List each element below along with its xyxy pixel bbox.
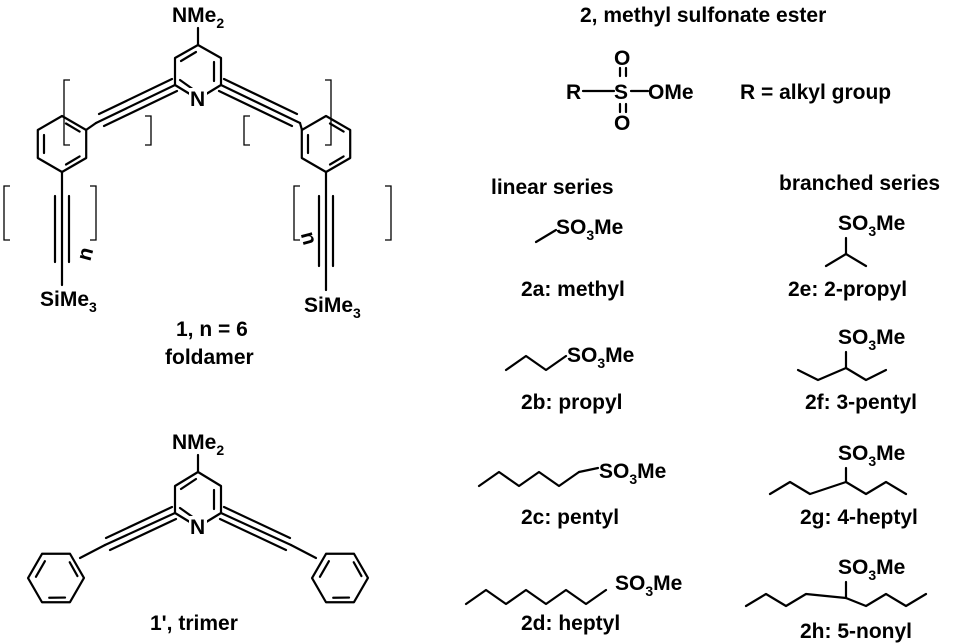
svg-text:SO3Me: SO3Me bbox=[567, 344, 634, 371]
caption-2g: 2g: 4-heptyl bbox=[800, 506, 918, 529]
caption-2d: 2d: heptyl bbox=[521, 612, 620, 635]
trimer-structure: NMe2 N 1', trimer bbox=[19, 431, 377, 635]
svg-text:SO3Me: SO3Me bbox=[838, 326, 905, 353]
nme2-label-bottom: NMe2 bbox=[172, 431, 224, 458]
caption-2a: 2a: methyl bbox=[521, 278, 625, 301]
o-atom-bottom: O bbox=[614, 112, 630, 135]
pyridine-n-label: N bbox=[190, 88, 205, 111]
ester-title: 2, methyl sulfonate ester bbox=[580, 4, 826, 27]
sime3-right-label: SiMe3 bbox=[304, 294, 361, 321]
trimer-pyridine-n: N bbox=[190, 516, 205, 539]
svg-text:SO3Me: SO3Me bbox=[615, 572, 682, 599]
repeat-n-left: n bbox=[73, 245, 99, 263]
svg-text:SO3Me: SO3Me bbox=[599, 460, 666, 487]
caption-2h: 2h: 5-nonyl bbox=[800, 620, 912, 643]
foldamer-structure: NMe2 N SiMe3 n bbox=[3, 4, 392, 369]
simе3-left-label: SiMe3 bbox=[40, 288, 97, 315]
o-atom-top: O bbox=[614, 47, 630, 70]
svg-text:SO3Me: SO3Me bbox=[556, 216, 623, 243]
branched-series: branched series SO3Me 2e: 2-propyl SO3Me… bbox=[744, 172, 940, 643]
foldamer-label-line2: foldamer bbox=[165, 346, 254, 369]
ome-atom: OMe bbox=[648, 81, 694, 104]
svg-text:SO3Me: SO3Me bbox=[838, 556, 905, 583]
caption-2b: 2b: propyl bbox=[521, 391, 623, 414]
caption-2e: 2e: 2-propyl bbox=[788, 278, 907, 301]
s-atom: S bbox=[614, 81, 628, 104]
branched-header: branched series bbox=[779, 172, 940, 195]
caption-2c: 2c: pentyl bbox=[521, 506, 619, 529]
trimer-label: 1', trimer bbox=[150, 612, 238, 635]
r-definition: R = alkyl group bbox=[740, 81, 891, 104]
svg-text:SO3Me: SO3Me bbox=[838, 442, 905, 469]
sulfonate-ester: 2, methyl sulfonate ester R S O O OMe R … bbox=[566, 4, 891, 135]
r-atom: R bbox=[566, 81, 581, 104]
repeat-n-right: n bbox=[296, 229, 322, 247]
svg-text:SO3Me: SO3Me bbox=[838, 212, 905, 239]
foldamer-label-line1: 1, n = 6 bbox=[176, 318, 248, 341]
nme2-label-top: NMe2 bbox=[172, 4, 224, 31]
linear-series: linear series SO3Me 2a: methyl SO3Me 2b:… bbox=[464, 176, 682, 635]
caption-2f: 2f: 3-pentyl bbox=[805, 391, 917, 414]
linear-header: linear series bbox=[491, 176, 614, 199]
